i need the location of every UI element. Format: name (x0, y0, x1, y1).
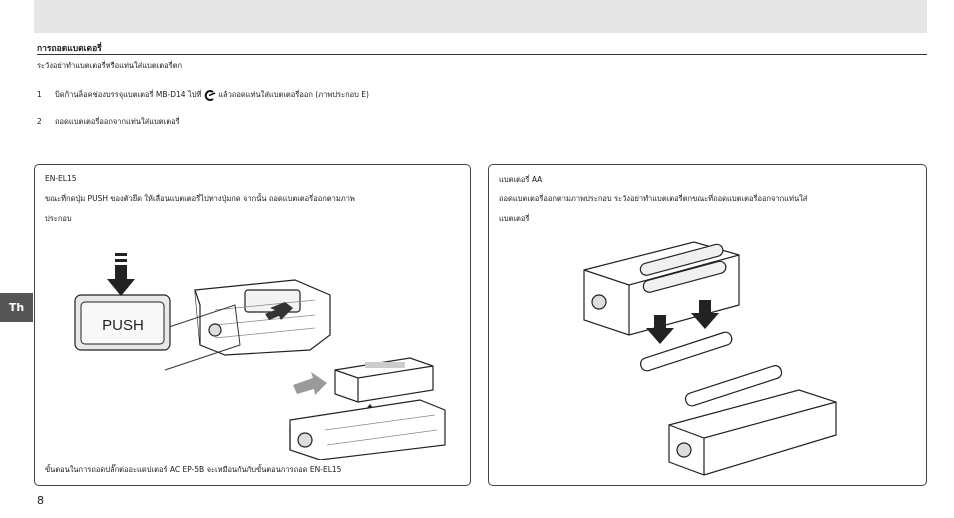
slide-arrow-icon (265, 302, 293, 320)
aa-removal-illustration (583, 241, 837, 476)
press-arrow-icon (107, 253, 135, 296)
step-1: 1 บิดก้านล็อคช่องบรรจุแบตเตอรี่ MB-D14 ไป… (37, 89, 369, 101)
panel-text-line-1: ขณะที่กดปุ่ม PUSH ของตัวยึด ให้เลื่อนแบต… (45, 194, 355, 203)
panel-text-line-2: แบตเตอรี่ (499, 214, 530, 223)
section-divider (37, 54, 927, 55)
en-el15-removal-illustration: PUSH (74, 253, 446, 460)
panel-text-line-2: ประกอบ (45, 214, 72, 223)
aa-holder-bottom (668, 389, 837, 476)
battery-holder-bottom (289, 399, 446, 460)
step-text: ถอดแบตเตอรี่ออกจากแท่นใส่แบตเตอรี่ (55, 117, 180, 126)
panel-text: ถอดแบตเตอรี่ออกตามภาพประกอบ ระวังอย่าทำแ… (499, 189, 807, 229)
panel-text-line-1: ถอดแบตเตอรี่ออกตามภาพประกอบ ระวังอย่าทำแ… (499, 194, 808, 203)
en-el15-battery (334, 357, 434, 403)
aa-battery-panel: แบตเตอรี่ AA ถอดแบตเตอรี่ออกตามภาพประกอบ… (488, 164, 927, 486)
push-label: PUSH (102, 317, 144, 334)
step-number: 2 (37, 117, 42, 126)
section-title: การถอดแบตเตอรี่ (37, 44, 102, 54)
panel-text: ขณะที่กดปุ่ม PUSH ของตัวยึด ให้เลื่อนแบต… (45, 189, 355, 229)
step-2: 2 ถอดแบตเตอรี่ออกจากแท่นใส่แบตเตอรี่ (37, 116, 180, 128)
header-bar (34, 0, 927, 33)
page-number: 8 (37, 494, 44, 507)
language-tab: Th (0, 293, 33, 322)
panel-footer: ขั้นตอนในการถอดปลั๊กต่ออะแดปเตอร์ AC EP-… (45, 465, 342, 474)
en-el15-panel: EN-EL15 ขณะที่กดปุ่ม PUSH ของตัวยึด ให้เ… (34, 164, 471, 486)
battery-holder-top (194, 279, 331, 356)
unlock-mode-icon (204, 89, 216, 101)
push-button-illustration (74, 294, 171, 351)
step-text-continued: แล้วถอดแท่นใส่แบตเตอรี่ออก (ภาพประกอบ E) (218, 90, 369, 99)
callout-lines (159, 304, 241, 371)
warning-text: ระวังอย่าทำแบตเตอรี่หรือแท่นใส่แบตเตอรี่… (37, 61, 183, 70)
panel-heading: EN-EL15 (45, 174, 77, 183)
insert-arrow-icon (646, 315, 674, 344)
aa-cells (639, 331, 783, 407)
panel-heading: แบตเตอรี่ AA (499, 175, 543, 184)
insert-arrow-icon (691, 300, 719, 329)
direction-arrow-icon (293, 372, 327, 395)
step-number: 1 (37, 90, 42, 99)
step-text: บิดก้านล็อคช่องบรรจุแบตเตอรี่ MB-D14 ไปท… (55, 90, 202, 99)
